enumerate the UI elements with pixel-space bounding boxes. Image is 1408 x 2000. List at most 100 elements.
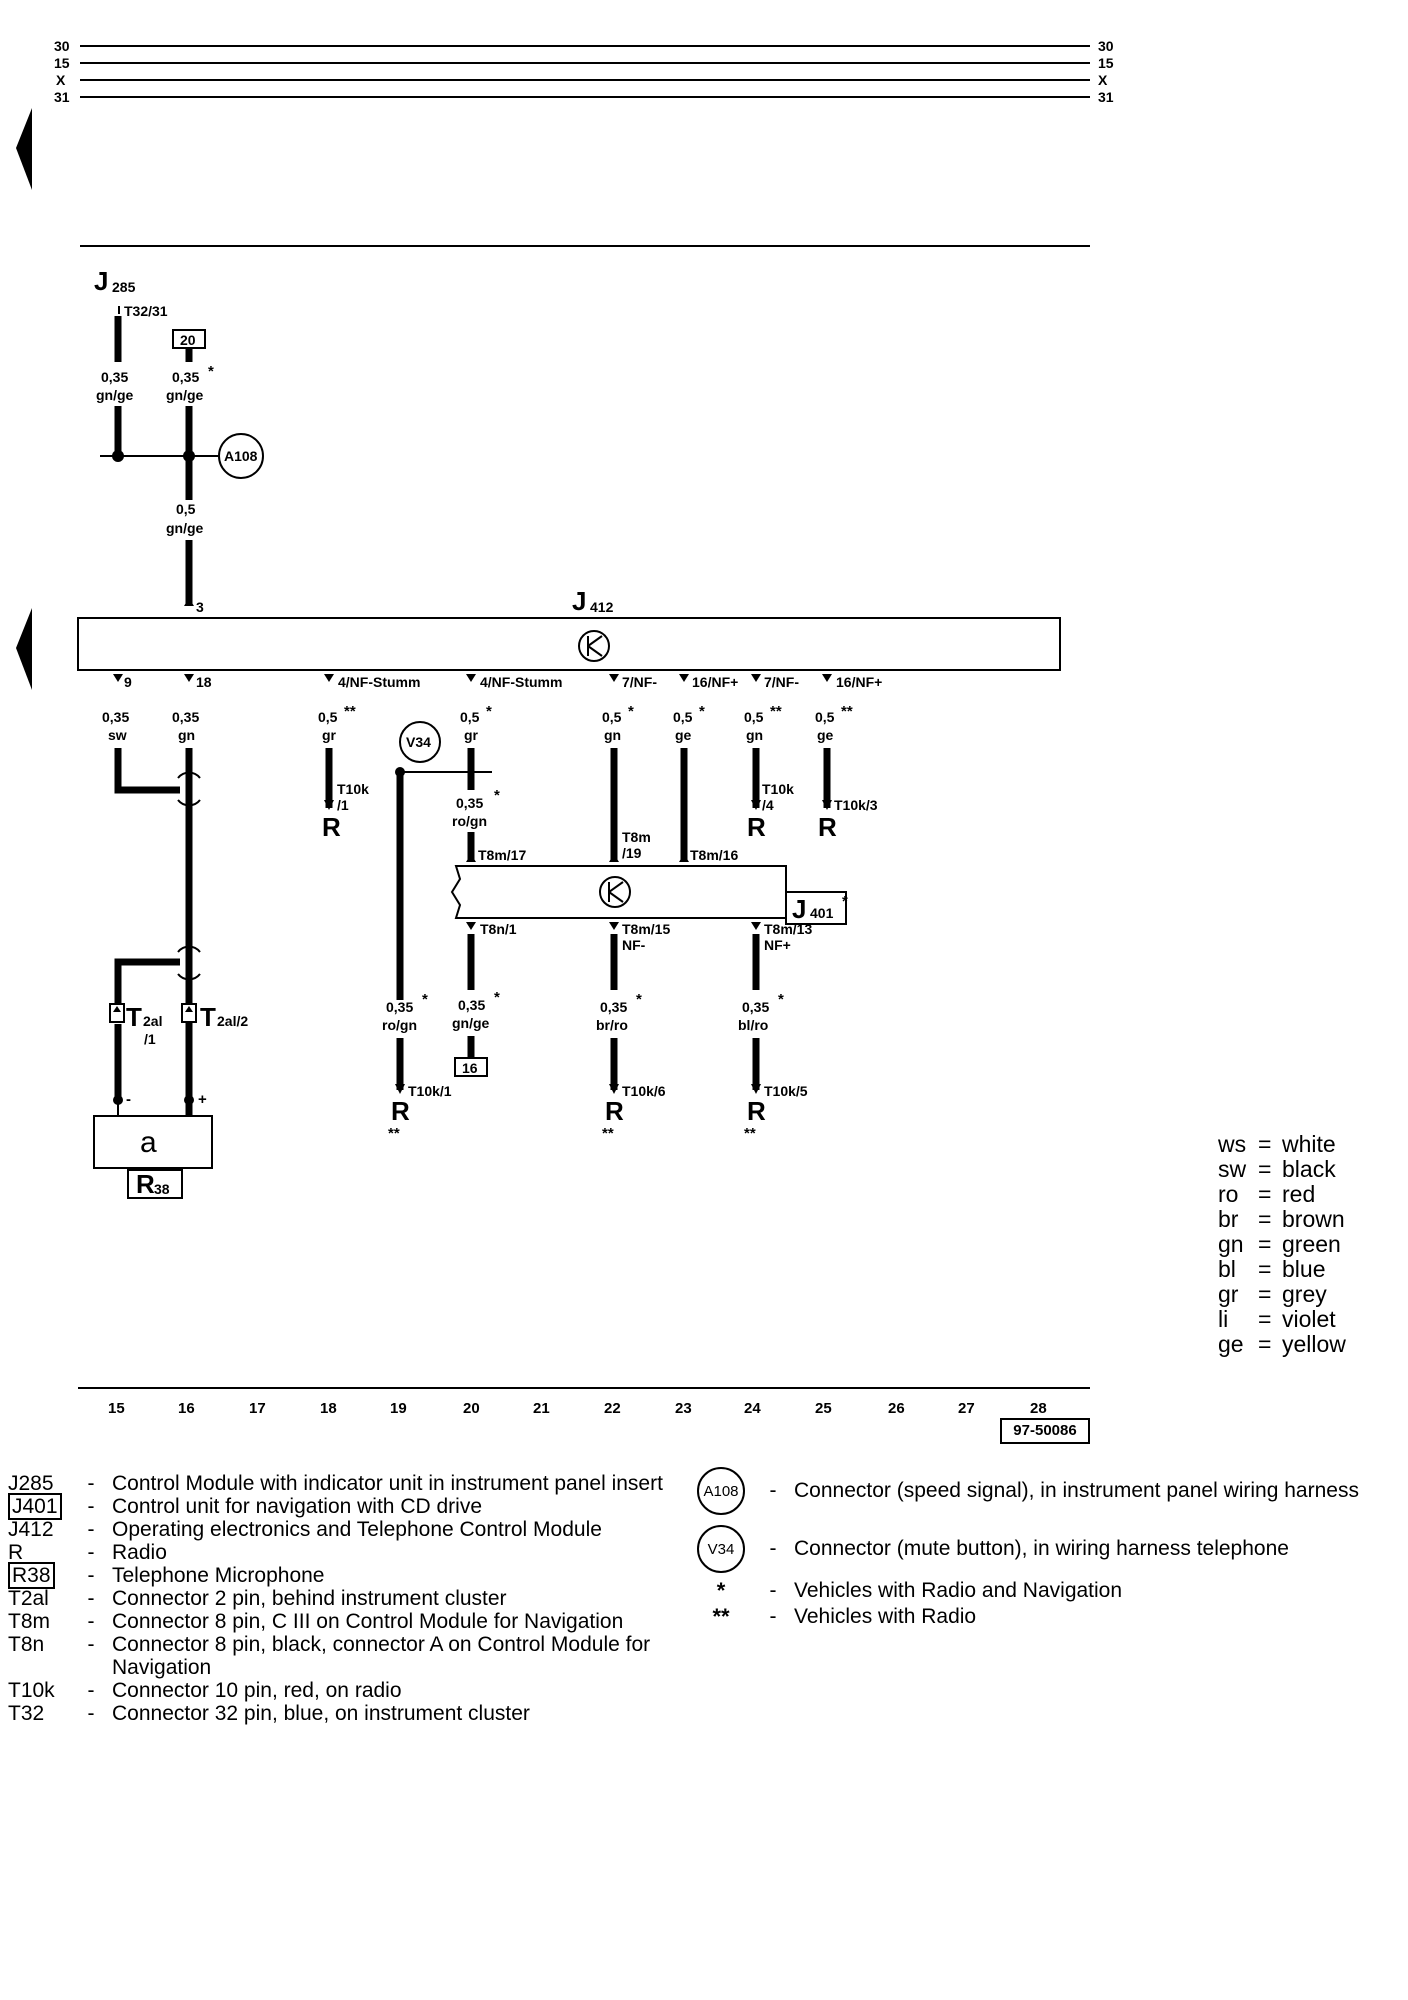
bus-lines: 30 15 X 31 30 15 X 31: [54, 38, 1114, 105]
legend-code: J401: [8, 1493, 70, 1520]
r38-symbol: a: [140, 1126, 157, 1159]
wb2-size: 0,35: [456, 795, 483, 811]
bus-label-x-right: X: [1098, 72, 1108, 88]
a108-symbol: A108: [697, 1467, 745, 1515]
track-number: 16: [178, 1400, 195, 1417]
w3-color: gn/ge: [166, 520, 204, 536]
wd-size: 0,5: [673, 709, 693, 725]
color-abbr: li: [1218, 1306, 1229, 1332]
legend-description: Control Module with indicator unit in in…: [112, 1472, 663, 1495]
w2-mark: *: [208, 363, 214, 380]
pin-9: 9: [124, 674, 132, 690]
equals-sign: =: [1258, 1256, 1272, 1282]
we-size: 0,5: [744, 709, 764, 725]
bus-label-31-left: 31: [54, 89, 70, 105]
track-number: 27: [958, 1400, 975, 1417]
track-number: 26: [888, 1400, 905, 1417]
color-name: yellow: [1282, 1331, 1346, 1357]
legend-description: Connector 32 pin, blue, on instrument cl…: [112, 1702, 530, 1725]
wd-mark: *: [699, 703, 705, 720]
r38-code: R: [136, 1169, 155, 1199]
color-legend-row: gn=green: [1218, 1232, 1346, 1257]
w1-color: gn/ge: [96, 387, 134, 403]
legend-code-text: J285: [8, 1472, 54, 1495]
legend-code: R: [8, 1541, 70, 1564]
wj-color: bl/ro: [738, 1017, 768, 1033]
wi-mark2: **: [602, 1125, 614, 1142]
pin-nf-stumm-2: 4/NF-Stumm: [480, 674, 562, 690]
legend-dash: -: [87, 1679, 95, 1702]
color-name: white: [1282, 1131, 1336, 1157]
wh-size: 0,35: [458, 997, 485, 1013]
radio-r-2: R: [747, 812, 766, 842]
bus-label-31-right: 31: [1098, 89, 1114, 105]
legend-code-text: T2al: [8, 1587, 49, 1610]
r38-microphone: [93, 1115, 213, 1169]
legend-row: J401-Control unit for navigation with CD…: [8, 1493, 708, 1520]
legend-dash: -: [87, 1495, 95, 1518]
wi-mark: *: [636, 991, 642, 1008]
color-abbr: gn: [1218, 1231, 1244, 1257]
wf-color: ge: [817, 727, 834, 743]
wb-size: 0,5: [460, 709, 480, 725]
w1-size: 0,35: [101, 369, 128, 385]
radio-r-4: R: [391, 1096, 410, 1126]
equals-sign: =: [1258, 1131, 1272, 1157]
wf-mark: **: [841, 703, 853, 720]
wj-size: 0,35: [742, 999, 769, 1015]
legend-row-v34: V34 - Connector (mute button), in wiring…: [690, 1520, 1400, 1578]
equals-sign: =: [1258, 1281, 1272, 1307]
a108-label: A108: [224, 448, 258, 464]
color-abbr: ro: [1218, 1181, 1239, 1207]
wh-mark: *: [494, 989, 500, 1006]
legend-code-text: T10k: [8, 1679, 55, 1702]
legend-dash: -: [87, 1541, 95, 1564]
star2-description: Vehicles with Radio: [794, 1605, 977, 1628]
legend-row: T8m-Connector 8 pin, C III on Control Mo…: [8, 1610, 708, 1633]
color-name: violet: [1282, 1306, 1336, 1332]
v34-description: Connector (mute button), in wiring harne…: [794, 1537, 1289, 1560]
t2al-1-pin: /1: [144, 1031, 156, 1047]
legend-description: Connector 2 pin, behind instrument clust…: [112, 1587, 507, 1610]
wi-color: br/ro: [596, 1017, 628, 1033]
wg-conn: T10k/1: [408, 1083, 452, 1099]
color-legend-row: gr=grey: [1218, 1282, 1346, 1307]
minus-sign: -: [126, 1091, 131, 1108]
j412-sub: 412: [590, 599, 614, 615]
legend-description: Radio: [112, 1541, 167, 1564]
legend-code: T10k: [8, 1679, 70, 1702]
wg-size: 0,35: [386, 999, 413, 1015]
wf-size: 0,5: [815, 709, 835, 725]
j401-code: J: [792, 894, 806, 924]
legend-description: Connector 8 pin, C III on Control Module…: [112, 1610, 624, 1633]
legend-code-text: J401: [8, 1493, 62, 1520]
bus-label-30-left: 30: [54, 38, 70, 54]
wb2-color: ro/gn: [452, 813, 487, 829]
wa-mark: **: [344, 703, 356, 720]
we-conn: T10k: [762, 781, 794, 797]
j412-pins: 9 18 4/NF-Stumm 4/NF-Stumm 7/NF- 16/NF+ …: [113, 674, 882, 690]
pin-3: 3: [196, 599, 204, 615]
pin-t8m17: T8m/17: [478, 847, 526, 863]
box-16-label: 16: [462, 1060, 478, 1076]
track-number: 25: [815, 1400, 832, 1417]
we-conn2: /4: [762, 797, 774, 813]
wb2-mark: *: [494, 787, 500, 804]
legend-code: J412: [8, 1518, 70, 1541]
legend-description: Telephone Microphone: [112, 1564, 325, 1587]
a108-description: Connector (speed signal), in instrument …: [794, 1479, 1359, 1502]
wa-conn: T10k: [337, 781, 369, 797]
symbol-legend: A108 - Connector (speed signal), in inst…: [690, 1462, 1400, 1630]
color-legend-row: ws=white: [1218, 1132, 1346, 1157]
color-abbr: bl: [1218, 1256, 1236, 1282]
wc-mark: *: [628, 703, 634, 720]
legend-row: J412-Operating electronics and Telephone…: [8, 1518, 708, 1541]
legend-dash: -: [87, 1633, 95, 1656]
legend-row: T2al-Connector 2 pin, behind instrument …: [8, 1587, 708, 1610]
bus-label-x-left: X: [56, 72, 66, 88]
legend-code-text: J412: [8, 1518, 54, 1541]
wf-conn: T10k/3: [834, 797, 878, 813]
legend-row: R38-Telephone Microphone: [8, 1562, 708, 1589]
color-legend-row: ge=yellow: [1218, 1332, 1346, 1357]
w3-size: 0,5: [176, 501, 196, 517]
